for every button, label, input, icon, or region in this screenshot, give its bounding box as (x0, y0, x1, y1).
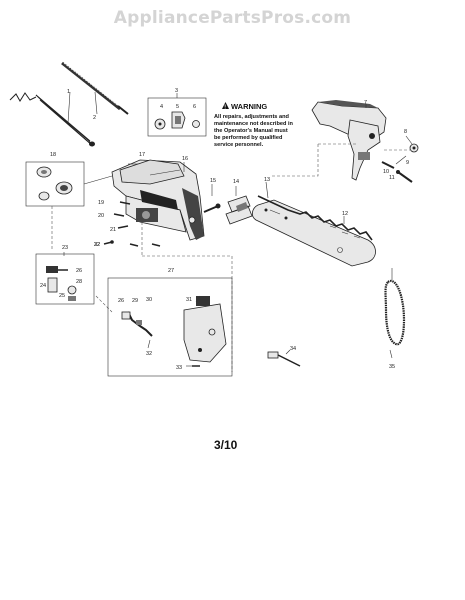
callout-26a: 26 (76, 268, 82, 274)
part-23-fitting-box (35, 253, 95, 305)
warning-icon: ! (222, 102, 229, 110)
callout-12: 12 (342, 211, 348, 217)
callout-27: 27 (168, 268, 174, 274)
callout-23: 23 (62, 245, 68, 251)
part-19-22-screws (103, 201, 161, 247)
part-14-plate (225, 195, 253, 225)
warning-title: WARNING (231, 102, 267, 111)
callout-29: 29 (132, 298, 138, 304)
part-35-saw-chain (384, 279, 406, 346)
callout-22: 22 (94, 242, 100, 248)
part-27-oil-tank-box (107, 277, 233, 377)
callout-32a: 32 (94, 242, 100, 248)
part-13-saw-chain-segment (257, 195, 373, 241)
callout-13: 13 (264, 177, 270, 183)
callout-3: 3 (175, 88, 178, 94)
watermark-logo-text: AppliancePartsPros.com (113, 8, 352, 28)
warning-line-4: be performed by qualified (214, 135, 283, 141)
callout-2: 2 (93, 115, 96, 121)
svg-text:!: ! (224, 104, 226, 110)
callout-30: 30 (146, 297, 152, 303)
callout-20: 20 (98, 213, 104, 219)
part-2-drive-shaft (61, 61, 129, 115)
callout-19: 19 (98, 200, 104, 206)
part-16-17-motor-housing (111, 159, 205, 241)
callout-4: 4 (160, 104, 163, 110)
callout-17: 17 (139, 152, 145, 158)
warning-line-1: All repairs, adjustments and (214, 114, 289, 120)
part-7-housing (311, 100, 387, 181)
callout-10: 10 (383, 169, 389, 175)
callout-11: 11 (389, 175, 395, 181)
callout-14: 14 (233, 179, 239, 185)
callout-21: 21 (110, 227, 116, 233)
callout-35: 35 (389, 364, 395, 370)
warning-line-3: the Operator's Manual must (214, 128, 288, 134)
connector-lines-top (270, 143, 410, 177)
part-8-nut (409, 143, 419, 153)
callout-16: 16 (182, 156, 188, 162)
callout-33: 33 (176, 365, 182, 371)
part-15-bolt (203, 203, 221, 213)
warning-line-2: maintenance not described in (214, 121, 294, 127)
leader-lines (63, 135, 413, 367)
callout-6: 6 (193, 104, 196, 110)
page-indicator: 3/10 (214, 438, 238, 452)
callout-1: 1 (67, 89, 70, 95)
callout-28: 28 (76, 279, 82, 285)
part-34-wrench (267, 351, 301, 367)
callout-8: 8 (404, 129, 407, 135)
callout-5: 5 (176, 104, 179, 110)
callout-18: 18 (50, 152, 56, 158)
part-9-11-screws (381, 161, 413, 183)
callout-32b: 32 (146, 351, 152, 357)
part-18-pump-box (25, 161, 113, 207)
callout-7: 7 (364, 100, 367, 106)
callout-34: 34 (290, 346, 296, 352)
part-3-sprocket-box (147, 93, 207, 137)
part-12-guide-bar (252, 199, 376, 267)
callout-31: 31 (186, 297, 192, 303)
warning-line-5: service personnel. (214, 142, 264, 148)
part-1-pole-shaft (9, 91, 95, 147)
callout-15: 15 (210, 178, 216, 184)
callout-9: 9 (406, 160, 409, 166)
callout-26b: 26 (118, 298, 124, 304)
callout-25: 25 (59, 293, 65, 299)
callout-24: 24 (40, 283, 46, 289)
